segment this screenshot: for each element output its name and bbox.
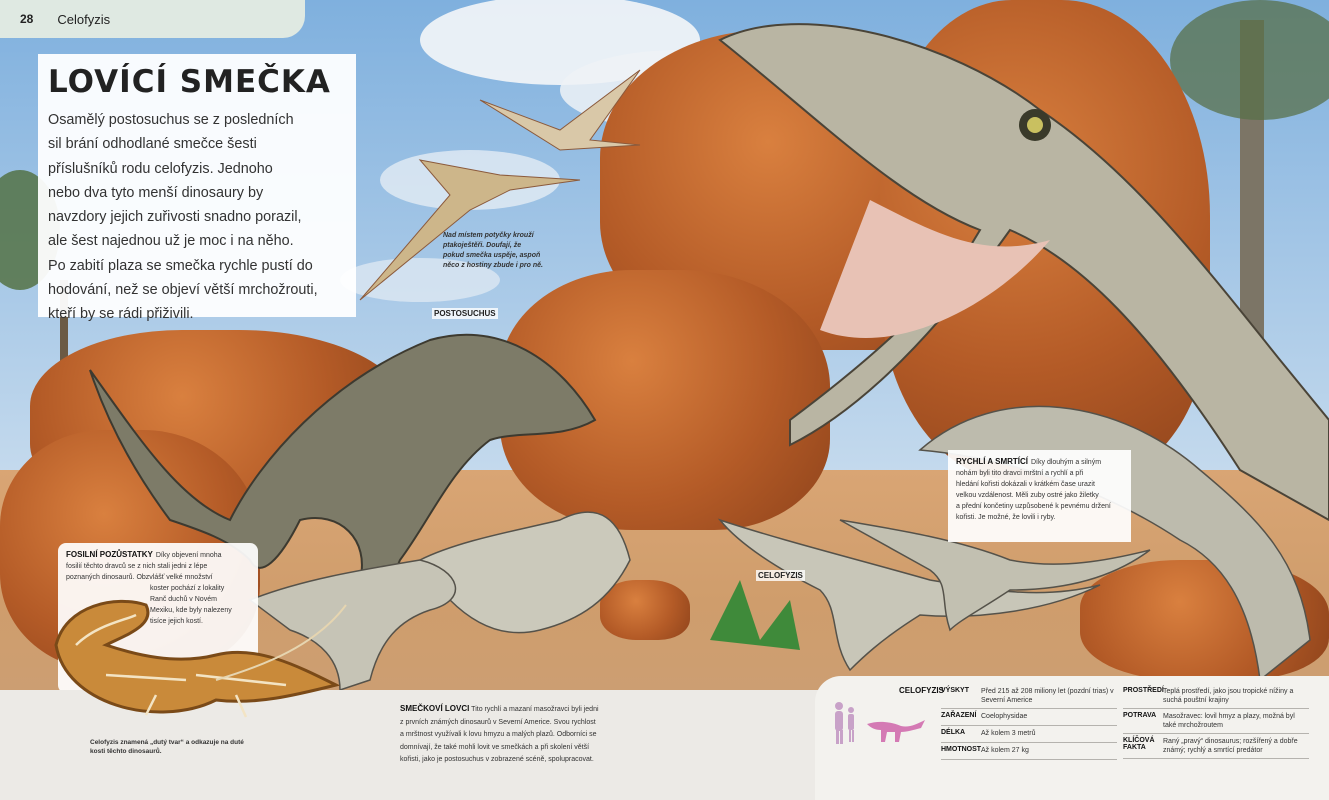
fossil-line: Ranč duchů v Novém bbox=[150, 596, 217, 603]
fact-key: KLÍČOVÁ FAKTA bbox=[1123, 737, 1155, 751]
fact-key: PROSTŘEDÍ bbox=[1123, 687, 1164, 694]
intro-line: příslušníků rodu celofyzis. Jednoho bbox=[48, 160, 273, 177]
speed-line: nohám byli tito dravci mrštní a rychlí a… bbox=[956, 470, 1084, 477]
fossil-line: Mexiku, kde byly nalezeny bbox=[150, 607, 232, 614]
caption-line: pokud smečka uspěje, aspoň bbox=[443, 252, 541, 259]
speed-line: hledání kořisti dokázali v krátkém čase … bbox=[956, 481, 1095, 488]
page-header-tab: 28 Celofyzis bbox=[0, 0, 305, 38]
fossil-line: koster pochází z lokality bbox=[150, 585, 225, 592]
fossil-line: tisíce jejich kostí. bbox=[150, 618, 203, 625]
caption-line: Nad místem potyčky krouží bbox=[443, 232, 534, 239]
intro-line: sil brání odhodlané smečce šesti bbox=[48, 136, 257, 153]
fact-value: Až kolem 27 kg bbox=[981, 747, 1029, 754]
fossil-caption-line: Celofyzis znamená „dutý tvar“ a odkazuje… bbox=[90, 739, 244, 746]
intro-paragraph: Osamělý postosuchus se z posledních sil … bbox=[48, 108, 346, 327]
fossil-line: fosilií těchto dravců se z nich stali je… bbox=[66, 563, 208, 570]
intro-line: kteří by se rádi přiživili. bbox=[48, 306, 194, 323]
fact-dino-name: CELOFYZIS bbox=[899, 686, 944, 695]
intro-line: hodování, než se objeví větší mrchožrout… bbox=[48, 282, 318, 299]
speed-line: Díky dlouhým a silným bbox=[1031, 459, 1102, 466]
intro-line: nebo dva tyto menší dinosaury by bbox=[48, 184, 264, 201]
fact-key: VÝSKYT bbox=[941, 687, 970, 694]
fact-row: ZAŘAZENÍ Coelophysidae bbox=[941, 709, 1117, 726]
fact-row: POTRAVA Masožravec: lovil hmyz a plazy, m… bbox=[1123, 709, 1309, 734]
fact-table-left: VÝSKYT Před 215 až 208 miliony let (pozdn… bbox=[941, 684, 1117, 760]
hunters-line: z prvních známých dinosaurů v Severní Am… bbox=[400, 718, 596, 726]
fossil-caption: Celofyzis znamená „dutý tvar“ a odkazuje… bbox=[90, 738, 250, 756]
hunters-heading: SMEČKOVÍ LOVCI bbox=[400, 704, 470, 713]
celofyzis-label: CELOFYZIS bbox=[756, 570, 805, 581]
intro-line: navzdory jejich zuřivosti snadno porazil… bbox=[48, 209, 302, 226]
fossil-skeleton-image bbox=[54, 599, 347, 718]
hunters-line: Tito rychlí a mazaní masožravci byli jed… bbox=[471, 706, 599, 713]
fact-value: Raný „pravý“ dinosaurus; rozšířený a dob… bbox=[1163, 738, 1298, 754]
fact-row: KLÍČOVÁ FAKTA Raný „pravý“ dinosaurus; ro… bbox=[1123, 734, 1309, 759]
fossil-heading: FOSILNÍ POZŮSTATKY bbox=[66, 550, 153, 559]
chapter-title: Celofyzis bbox=[57, 11, 111, 27]
speed-line: velkou vzdálenost. Měli zuby ostré jako … bbox=[956, 492, 1099, 499]
fossil-line: Díky objevení mnoha bbox=[155, 552, 222, 559]
fact-value: Až kolem 3 metrů bbox=[981, 730, 1036, 737]
hunters-line: kořisti, jako je postosuchus v zobrazené… bbox=[400, 756, 594, 763]
fossil-line: poznaných dinosaurů. Obzvlášť velké množ… bbox=[66, 574, 213, 581]
fact-row: DÉLKA Až kolem 3 metrů bbox=[941, 726, 1117, 743]
fact-key: HMOTNOST bbox=[941, 746, 982, 753]
fact-value: Teplá prostředí, jako jsou tropické níži… bbox=[1163, 688, 1294, 704]
hunters-first-line: SMEČKOVÍ LOVCI Tito rychlí a mazaní maso… bbox=[400, 703, 625, 717]
fact-key: DÉLKA bbox=[941, 729, 966, 736]
fossil-caption-line: kosti těchto dinosaurů. bbox=[90, 748, 162, 755]
rock-formation bbox=[600, 580, 690, 640]
caption-line: ptakoještěři. Doufají, že bbox=[443, 242, 522, 249]
postosuchus-label: POSTOSUCHUS bbox=[432, 308, 498, 319]
speed-line: kořisti. Je možné, že lovili i ryby. bbox=[956, 514, 1056, 521]
page-number: 28 bbox=[20, 12, 34, 26]
fact-key: ZAŘAZENÍ bbox=[941, 712, 977, 719]
hunters-line: domnívají, že také mohli lovit ve smečká… bbox=[400, 743, 590, 751]
fact-row: VÝSKYT Před 215 až 208 miliony let (pozdn… bbox=[941, 684, 1117, 709]
fact-key: POTRAVA bbox=[1123, 712, 1157, 719]
fact-value: Před 215 až 208 miliony let (pozdní tria… bbox=[981, 688, 1114, 704]
size-comparison-icon bbox=[835, 702, 925, 744]
hunters-line: a mrštnost využívali k lovu hmyzu a malý… bbox=[400, 731, 597, 738]
pterosaur-caption: Nad místem potyčky krouží ptakoještěři. … bbox=[443, 231, 563, 271]
fact-value: Coelophysidae bbox=[981, 713, 1028, 720]
intro-line: Po zabití plaza se smečka rychle pustí d… bbox=[48, 257, 313, 274]
fact-file-panel: CELOFYZIS VÝSKYT Před 215 až 208 miliony … bbox=[815, 676, 1329, 800]
section-title: LOVÍCÍ SMEČKA bbox=[48, 64, 331, 100]
speed-line: a přední končetiny uzpůsobené k pevnému … bbox=[956, 503, 1111, 510]
intro-line: ale šest najednou už je moc i na něho. bbox=[48, 233, 294, 250]
intro-text-box: LOVÍCÍ SMEČKA Osamělý postosuchus se z p… bbox=[38, 54, 356, 322]
intro-line: Osamělý postosuchus se z posledních bbox=[48, 112, 294, 128]
fact-value: Masožravec: lovil hmyz a plazy, možná by… bbox=[1163, 713, 1295, 729]
pack-hunters-text: SMEČKOVÍ LOVCI Tito rychlí a mazaní maso… bbox=[400, 703, 625, 767]
caption-line: něco z hostiny zbude i pro ně. bbox=[443, 262, 543, 269]
speed-heading: RYCHLÍ A SMRTÍCÍ bbox=[956, 457, 1028, 466]
